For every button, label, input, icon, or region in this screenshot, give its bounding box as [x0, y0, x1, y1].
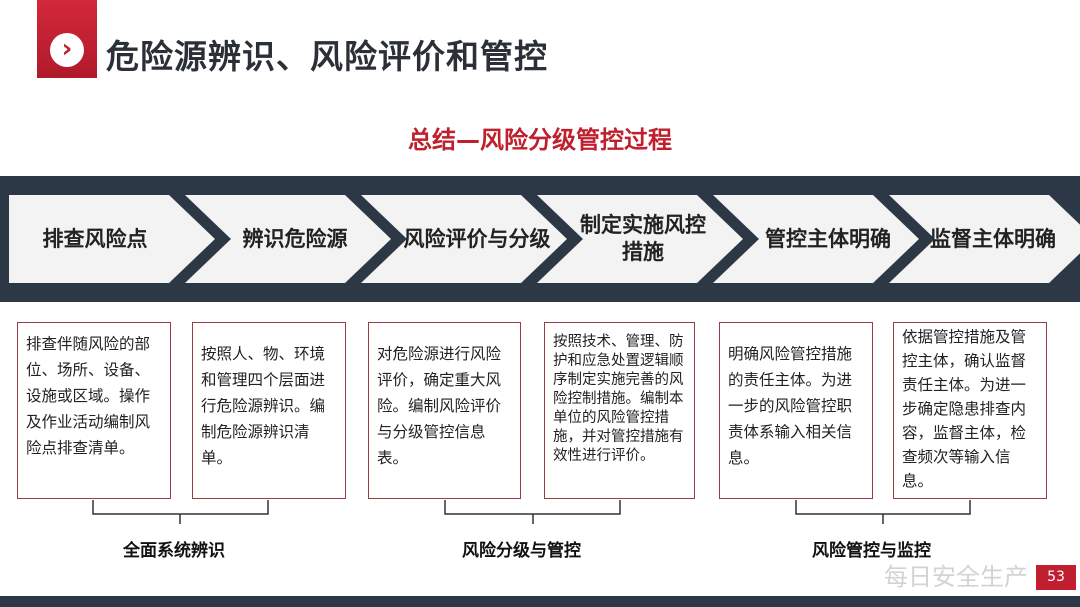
step-4: 制定实施风控措施 [580, 213, 706, 264]
bracket-3 [795, 500, 971, 524]
watermark: 每日安全生产 [884, 563, 1028, 591]
group-brackets [92, 500, 971, 524]
page-title: 危险源辨识、风险评价和管控 [106, 37, 548, 76]
step-1: 排查风险点 [42, 226, 148, 251]
step-6-description: 依据管控措施及管控主体，确认监督责任主体。为进一步确定隐患排查内容，监督主体，检… [893, 322, 1047, 499]
chevron-step-1 [9, 195, 215, 283]
chevron-step-2 [185, 195, 391, 283]
step-5: 管控主体明确 [765, 226, 891, 251]
process-chevrons [9, 195, 1080, 283]
chevron-right-icon: › [50, 33, 84, 67]
chevron-step-3 [361, 195, 567, 283]
step-6: 监督主体明确 [930, 226, 1056, 251]
group-label-1: 全面系统辨识 [123, 541, 225, 561]
chevron-step-6 [889, 195, 1080, 283]
step-3-description: 对危险源进行风险评价，确定重大风险。编制风险评价与分级管控信息表。 [368, 322, 521, 499]
chevron-step-4 [537, 195, 743, 283]
step-4-description: 按照技术、管理、防护和应急处置逻辑顺序制定实施完善的风险控制措施。编制本单位的风… [544, 322, 695, 499]
step-3: 风险评价与分级 [403, 226, 551, 251]
bracket-2 [444, 500, 621, 524]
step-2-description: 按照人、物、环境和管理四个层面进行危险源辨识。编制危险源辨识清单。 [192, 322, 346, 499]
step-1-description: 排查伴随风险的部位、场所、设备、设施或区域。操作及作业活动编制风险点排查清单。 [17, 322, 171, 499]
section-marker: › [37, 0, 97, 78]
chevron-step-5 [713, 195, 919, 283]
step-2: 辨识危险源 [242, 226, 348, 251]
page-number: 53 [1036, 565, 1076, 590]
step-5-description: 明确风险管控措施的责任主体。为进一步的风险管控职责体系输入相关信息。 [719, 322, 873, 499]
group-label-3: 风险管控与监控 [812, 541, 931, 561]
bracket-1 [92, 500, 269, 524]
footer-bar [0, 596, 1080, 607]
slide-subtitle: 总结—风险分级管控过程 [408, 126, 672, 154]
group-label-2: 风险分级与管控 [462, 541, 581, 561]
